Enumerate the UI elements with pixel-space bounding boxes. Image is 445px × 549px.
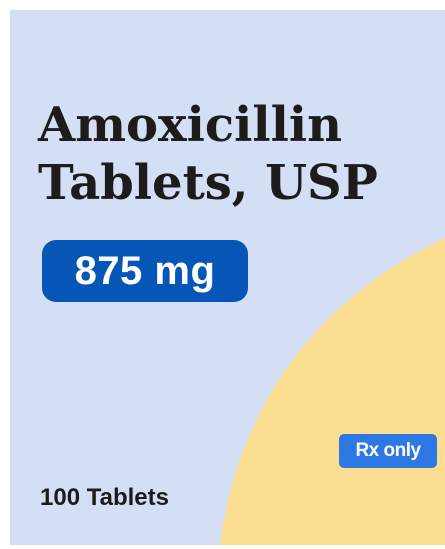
drug-name-line-1: Amoxicillin [38, 97, 342, 153]
yellow-curve [220, 238, 445, 545]
drug-name: Amoxicillin Tablets, USP [38, 96, 378, 212]
rx-only-badge: Rx only [339, 434, 437, 468]
strength-badge: 875 mg [42, 240, 248, 302]
tablet-count: 100 Tablets [40, 484, 169, 511]
drug-label: Amoxicillin Tablets, USP 875 mg Rx only … [10, 10, 445, 545]
decorative-curve-shape [220, 238, 445, 545]
drug-name-line-2: Tablets, USP [38, 155, 378, 211]
